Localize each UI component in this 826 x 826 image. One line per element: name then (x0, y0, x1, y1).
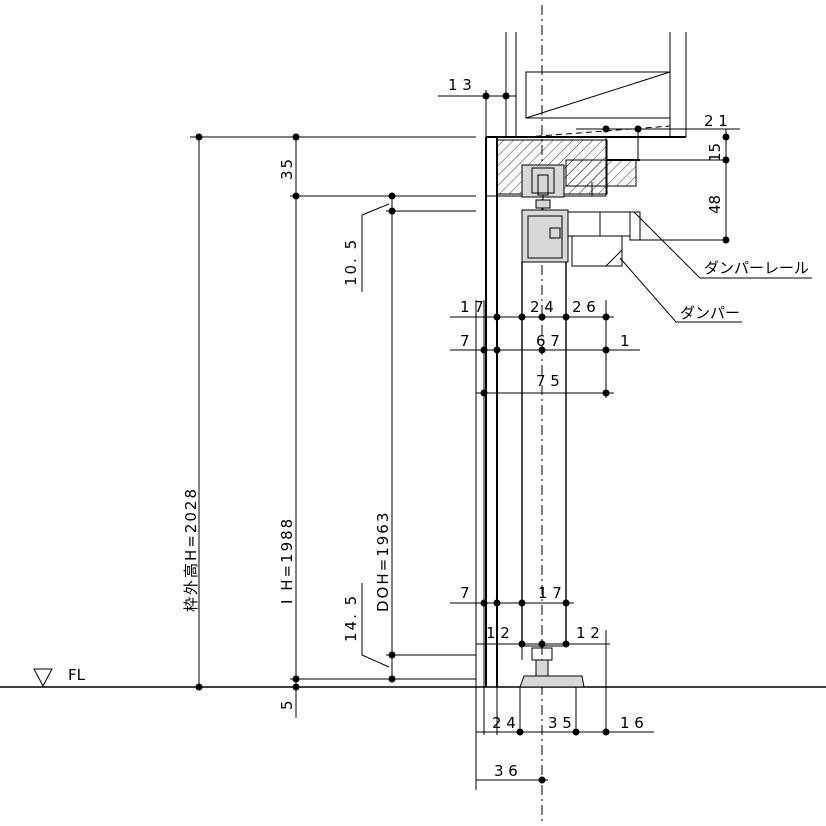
frame-height-label: 枠外高H=2028 (182, 487, 200, 612)
damper-rail (606, 159, 726, 241)
damper-rail-label: ダンパーレール (704, 259, 809, 277)
top-gap-label: 35 (278, 157, 296, 180)
bottom-offset-label: 14. 5 (342, 594, 360, 642)
dim-17-top-label: 1 7 (460, 298, 484, 316)
top-offset-label: 10. 5 (342, 238, 360, 286)
dim-13-label: 1 3 (448, 76, 472, 94)
part-leaders (619, 211, 812, 323)
floor-gap-label: 5 (278, 700, 296, 710)
floor-level-label: FL (68, 666, 86, 684)
dim-21-label: 2 1 (704, 112, 728, 130)
dim-7-lower-label: 7 (460, 584, 470, 602)
dim-35-label: 3 5 (548, 714, 572, 732)
damper-unit (521, 209, 631, 267)
rail-15-label: 15 (706, 143, 724, 162)
dim-26-label: 2 6 (572, 298, 596, 316)
door-frame (485, 136, 686, 687)
dim-12-left-label: 1 2 (486, 624, 510, 642)
wall-above (505, 32, 687, 138)
dim-16-label: 1 6 (620, 714, 644, 732)
horizontal-dimension-lines (438, 90, 740, 784)
rail-48-label: 48 (706, 195, 724, 214)
dim-7-upper-label: 7 (460, 332, 470, 350)
dim-24-bottom-label: 2 4 (492, 714, 516, 732)
inner-height-label: I H=1988 (278, 517, 296, 604)
damper-label: ダンパー (680, 304, 740, 322)
floor-level-symbol (33, 668, 53, 688)
door-height-label: DOH=1963 (374, 511, 392, 612)
hanger-roller (521, 164, 598, 210)
vertical-dimension-lines (190, 129, 730, 718)
bottom-guide (519, 647, 585, 688)
dim-17-lower-label: 1 7 (538, 584, 562, 602)
dim-12-right-label: 1 2 (576, 624, 600, 642)
dim-36-label: 3 6 (494, 762, 518, 780)
dim-75-label: 7 5 (536, 372, 560, 390)
dim-67-label: 6 7 (536, 332, 560, 350)
dim-24-top-label: 2 4 (530, 298, 554, 316)
dim-1-label: 1 (620, 332, 630, 350)
